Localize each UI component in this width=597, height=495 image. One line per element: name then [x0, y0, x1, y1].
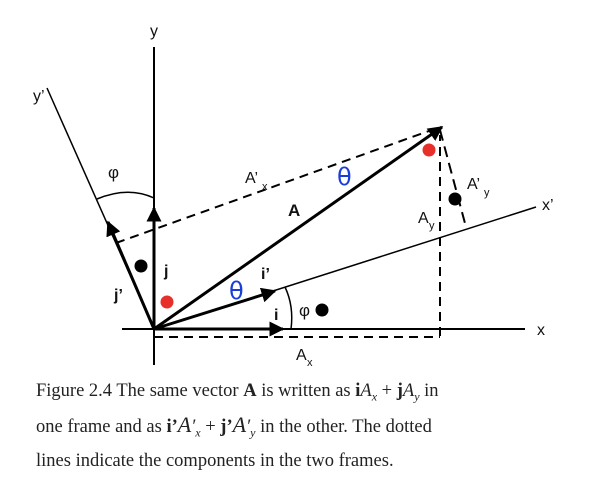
- black-dot-phi: [315, 303, 329, 317]
- i-prime-vector-label: i’: [261, 266, 270, 283]
- A-prime-x-label: A’ x: [245, 170, 268, 193]
- theta-lower-label: θ: [229, 277, 244, 305]
- y-axis-label: y: [150, 23, 158, 40]
- theta-upper-label: θ: [337, 163, 352, 191]
- phi-bottom-label: φ: [299, 301, 310, 320]
- figure-caption: Figure 2.4 The same vector A is written …: [36, 374, 576, 478]
- vector-A: [153, 125, 444, 331]
- svg-text:x: x: [307, 357, 313, 369]
- svg-text:x: x: [262, 181, 268, 193]
- x-axis-label: x: [537, 322, 545, 339]
- caption-line-1: Figure 2.4 The same vector A is written …: [36, 381, 439, 404]
- svg-text:y: y: [484, 187, 490, 199]
- svg-text:y: y: [429, 220, 435, 232]
- svg-text:A: A: [418, 210, 429, 227]
- y-prime-axis-label: y’: [33, 88, 45, 105]
- A-prime-y-label: A’ y: [467, 176, 490, 199]
- A-y-label: A y: [418, 210, 435, 232]
- x-prime-axis-label: x’: [542, 197, 554, 214]
- phi-top-label: φ: [108, 163, 119, 182]
- A-x-label: A x: [296, 347, 313, 369]
- phi-arc-bottom: [284, 286, 293, 330]
- caption-line-3: lines indicate the components in the two…: [36, 451, 394, 471]
- dashed-A-prime-y: [439, 129, 467, 228]
- vector-frames-diagram: y x y’ x’ φ φ j j’ i i’ A θ θ A’ x A’ y …: [33, 23, 554, 369]
- j-prime-vector-label: j’: [113, 287, 123, 304]
- i-vector-label: i: [274, 307, 278, 324]
- vector-j-prime: [106, 220, 156, 330]
- svg-text:A’: A’: [245, 170, 258, 187]
- black-dot-A-prime-y: [448, 192, 462, 206]
- phi-arc-top: [96, 191, 155, 200]
- caption-line-2: one frame and as i’A′x + j’A′y in the ot…: [36, 412, 432, 440]
- j-vector-label: j: [163, 263, 168, 280]
- svg-text:A’: A’: [467, 176, 480, 193]
- dashed-A-prime-x: [115, 126, 441, 244]
- red-dot-upper: [422, 143, 436, 157]
- black-dot-j: [134, 259, 148, 273]
- svg-text:A: A: [296, 347, 307, 364]
- red-dot-lower: [160, 295, 174, 309]
- vector-i-prime: [153, 287, 277, 331]
- A-vector-label: A: [288, 201, 300, 220]
